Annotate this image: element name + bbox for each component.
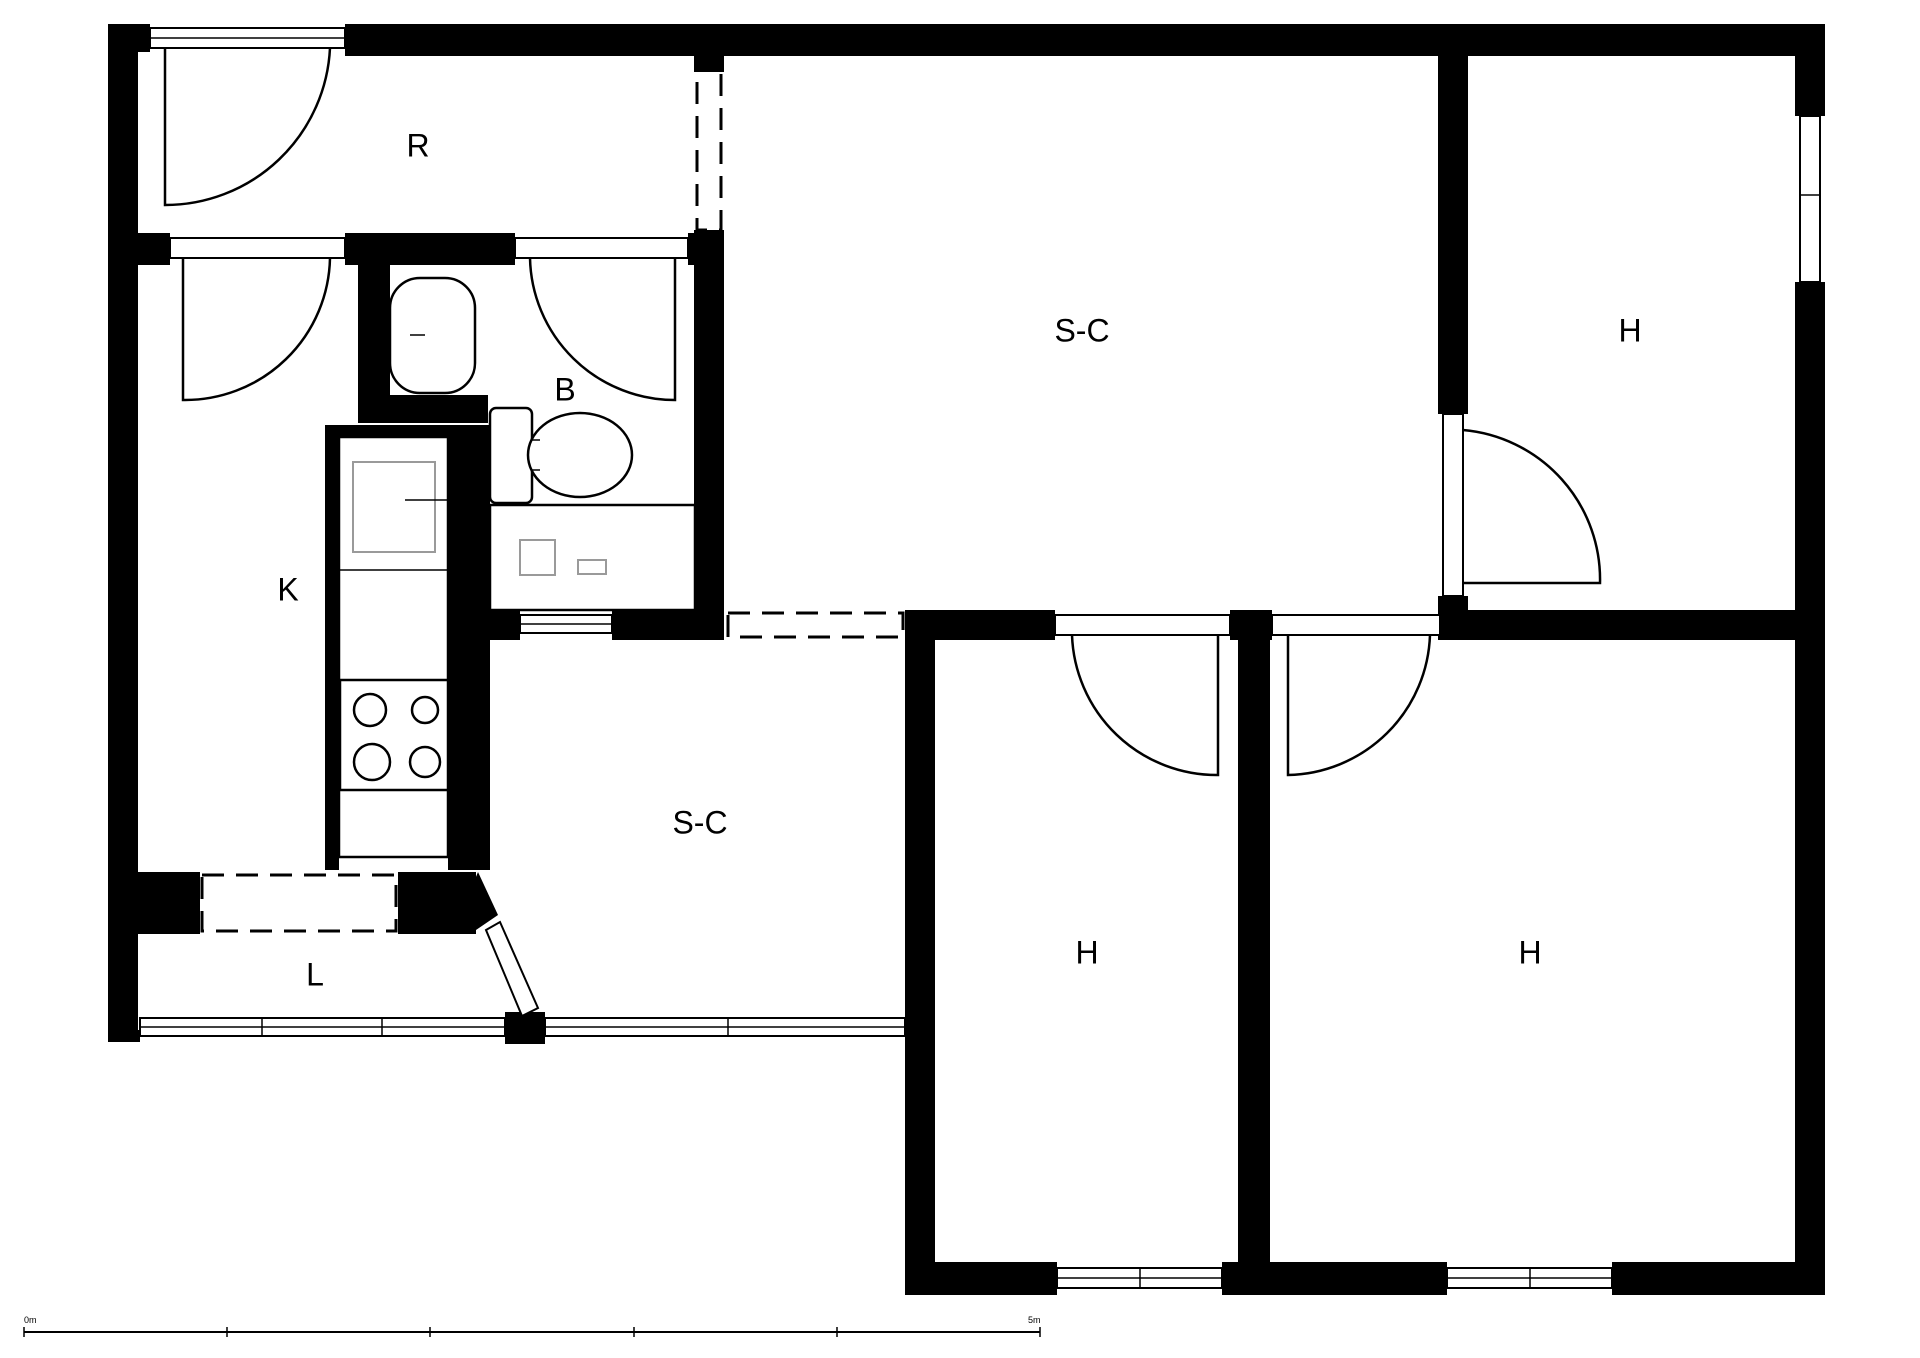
room-label-h-lower-left: H <box>1075 934 1098 970</box>
door-h-lower-left-swing <box>1070 634 1220 777</box>
scale-label-start: 0m <box>24 1315 37 1325</box>
washbasin <box>388 276 477 395</box>
walls <box>108 24 1825 1295</box>
scale-label-end: 5m <box>1028 1315 1041 1325</box>
room-label-r: R <box>406 127 429 163</box>
door-entrance-swing <box>163 47 332 207</box>
openings <box>200 62 905 933</box>
door-h-upper-swing <box>1462 428 1602 585</box>
windows <box>139 27 1821 1289</box>
door-h-lower-right-swing <box>1286 634 1432 777</box>
door-bath-swing <box>528 257 677 402</box>
door-kitchen-swing <box>181 257 332 402</box>
kitchen-sink <box>352 461 436 553</box>
room-label-h-lower-right: H <box>1518 934 1541 970</box>
burner <box>408 745 442 779</box>
room-label-l: L <box>306 956 324 992</box>
room-label-sc-lower: S-C <box>672 804 727 840</box>
toilet-bowl <box>526 411 634 499</box>
room-label-h-upper: H <box>1618 312 1641 348</box>
room-label-sc-upper: S-C <box>1054 312 1109 348</box>
scale-bar: 0m 5m <box>23 1315 1041 1337</box>
room-labels: R B K L S-C S-C H H H <box>277 127 1641 992</box>
room-label-b: B <box>554 371 575 407</box>
burner <box>352 692 388 728</box>
fixtures <box>337 276 697 859</box>
room-label-k: K <box>277 571 298 607</box>
toilet-tank <box>488 406 534 505</box>
burner <box>352 742 392 782</box>
doors <box>163 47 1602 777</box>
burner <box>410 695 440 725</box>
